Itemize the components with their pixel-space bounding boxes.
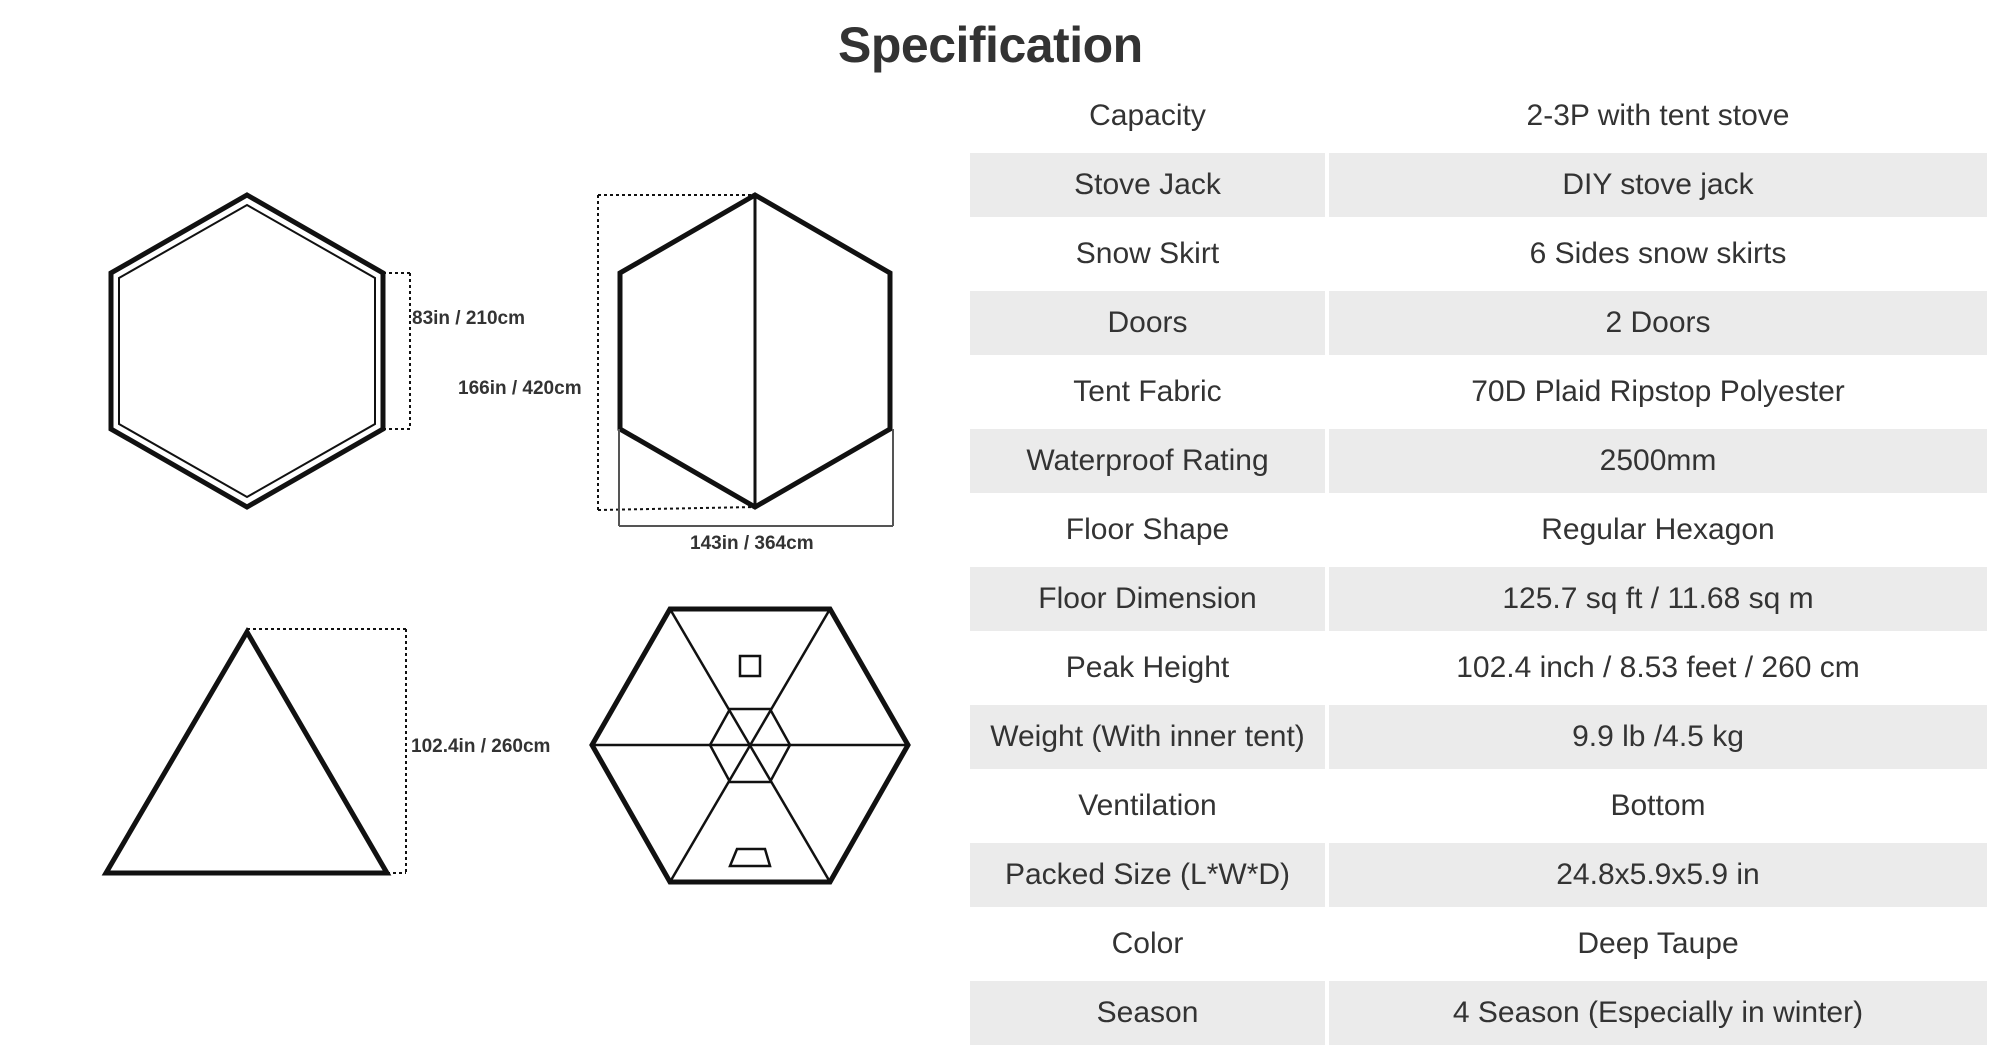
- spec-value: DIY stove jack: [1329, 153, 1987, 217]
- spec-value: 2 Doors: [1329, 291, 1987, 355]
- table-row: Packed Size (L*W*D)24.8x5.9x5.9 in: [970, 843, 1987, 907]
- spec-key: Stove Jack: [970, 153, 1325, 217]
- triangle-height-diagram: [101, 627, 407, 876]
- table-row: Floor Shape Regular Hexagon: [970, 498, 1987, 562]
- spec-value: 2500mm: [1329, 429, 1987, 493]
- spec-value: Regular Hexagon: [1541, 513, 1775, 546]
- spec-key: Capacity: [1089, 99, 1206, 132]
- table-row: Weight (With inner tent)9.9 lb /4.5 kg: [970, 705, 1987, 769]
- hexagon-floor-diagram: [108, 192, 411, 510]
- spec-key: Weight (With inner tent): [970, 705, 1325, 769]
- spec-key: Waterproof Rating: [970, 429, 1325, 493]
- side-width-label: 83in / 210cm: [412, 308, 526, 329]
- page-title: Specification: [838, 17, 1143, 73]
- spec-key: Ventilation: [1078, 789, 1217, 822]
- spec-key: Tent Fabric: [1073, 375, 1222, 408]
- spec-key: Floor Dimension: [970, 567, 1325, 631]
- table-row: Snow Skirt 6 Sides snow skirts: [970, 222, 1987, 286]
- hexagon-door-diagram: [597, 192, 894, 527]
- spec-key: Floor Shape: [1065, 513, 1230, 546]
- depth-label: 166in / 420cm: [458, 378, 582, 399]
- spec-value: 102.4 inch / 8.53 feet / 260 cm: [1456, 651, 1860, 684]
- spec-key: Color: [1111, 927, 1184, 960]
- spec-key: Packed Size (L*W*D): [970, 843, 1325, 907]
- tent-diagrams: [101, 192, 911, 885]
- table-row: Tent Fabric 70D Plaid Ripstop Polyester: [970, 360, 1987, 424]
- table-row: Color Deep Taupe: [970, 912, 1987, 976]
- spec-value: 6 Sides snow skirts: [1529, 237, 1787, 270]
- table-row: Peak Height 102.4 inch / 8.53 feet / 260 …: [970, 636, 1987, 700]
- spec-value: Bottom: [1610, 789, 1706, 822]
- table-row: Capacity 2-3P with tent stove: [970, 84, 1987, 148]
- hexagon-top-view-diagram: [589, 606, 911, 885]
- table-row: Ventilation Bottom: [970, 774, 1987, 838]
- spec-value: 70D Plaid Ripstop Polyester: [1471, 375, 1845, 408]
- peak-height-label: 102.4in / 260cm: [411, 736, 551, 757]
- spec-value: 9.9 lb /4.5 kg: [1329, 705, 1987, 769]
- spec-value: 2-3P with tent stove: [1526, 99, 1790, 132]
- spec-value: 24.8x5.9x5.9 in: [1329, 843, 1987, 907]
- spec-key: Snow Skirt: [1075, 237, 1220, 270]
- spec-value: 125.7 sq ft / 11.68 sq m: [1329, 567, 1987, 631]
- spec-value: Deep Taupe: [1577, 927, 1739, 960]
- spec-key: Doors: [970, 291, 1325, 355]
- width-label: 143in / 364cm: [690, 533, 814, 554]
- spec-key: Season: [970, 981, 1325, 1045]
- spec-key: Peak Height: [1065, 651, 1230, 684]
- spec-value: 4 Season (Especially in winter): [1329, 981, 1987, 1045]
